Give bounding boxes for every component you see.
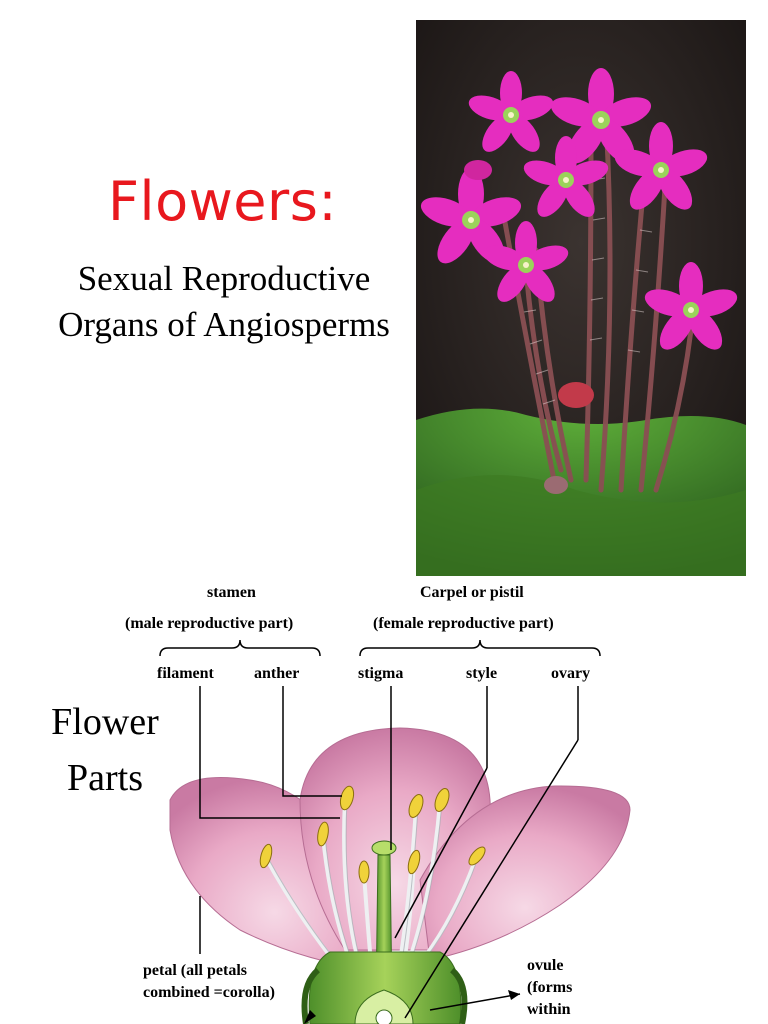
style-label: style	[466, 665, 498, 682]
filament-label: filament	[157, 665, 214, 682]
stamen-description: (male reproductive part)	[125, 615, 294, 632]
flower-diagram	[159, 639, 631, 1024]
stamen-label: stamen	[207, 584, 256, 601]
flower-parts-title: Flower Parts	[51, 701, 159, 799]
petal-label: petal (all petals combined =corolla)	[143, 962, 275, 1001]
anther-label: anther	[254, 665, 300, 682]
carpel-brace	[359, 639, 601, 657]
slide-subtitle: Sexual Reproductive Organs of Angiosperm…	[58, 259, 390, 344]
stigma-label: stigma	[358, 665, 404, 682]
ovary-label: ovary	[551, 665, 591, 682]
stamen-brace	[159, 639, 321, 657]
ovule-label: ovule (forms within	[527, 957, 573, 1018]
slide-title: Flowers:	[108, 170, 338, 233]
hepatica-flower-photo	[416, 20, 746, 576]
carpel-description: (female reproductive part)	[373, 615, 554, 632]
carpel-label: Carpel or pistil	[420, 584, 524, 601]
